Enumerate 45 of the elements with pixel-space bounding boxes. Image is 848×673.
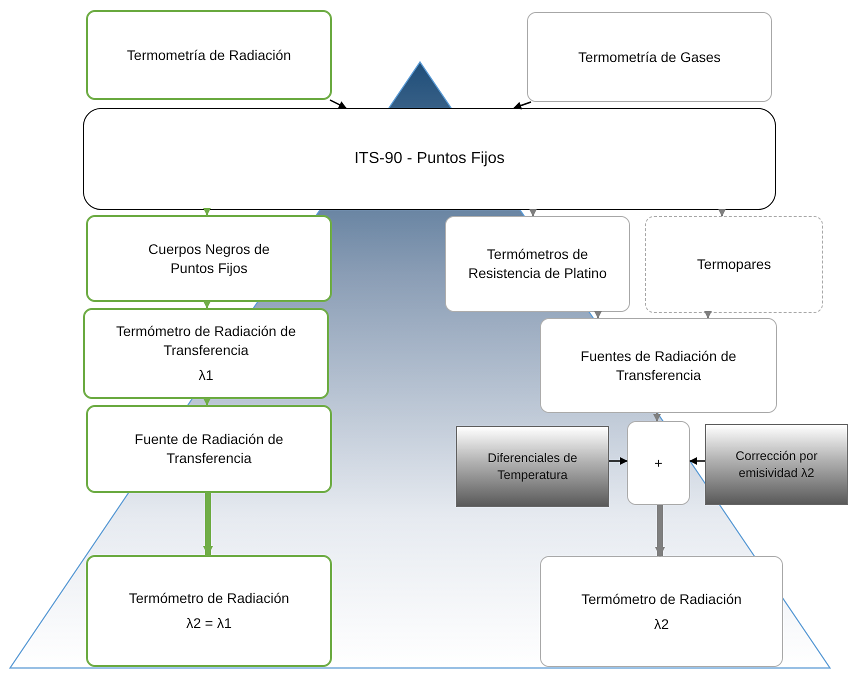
node-text: +	[654, 454, 663, 472]
node-text: Fuentes de Radiación de Transferencia	[580, 346, 738, 384]
arrow	[203, 398, 211, 406]
process-box	[540, 556, 783, 667]
arrow	[203, 208, 211, 216]
node-text: Termometría de Gases	[578, 48, 721, 66]
node-text: Termopares	[697, 255, 771, 274]
process-box	[445, 216, 630, 312]
input-box	[456, 426, 609, 507]
process-box	[83, 308, 329, 399]
node-text: ITS-90 - Puntos Fijos	[354, 149, 505, 170]
node-text: Termómetro de Radiación	[581, 590, 742, 608]
standard-box	[83, 108, 776, 210]
node-text: Diferenciales de Temperatura	[486, 450, 578, 484]
process-box	[540, 318, 777, 413]
arrow	[609, 457, 628, 465]
node-text: Corrección por emisividad λ2	[734, 448, 818, 482]
node-text: λ2	[654, 614, 669, 634]
input-box	[705, 424, 848, 505]
arrow	[689, 457, 705, 465]
process-box	[86, 555, 332, 667]
arrow	[594, 310, 602, 319]
node-text: Termómetros de Resistencia de Platino	[467, 245, 608, 283]
node-text: Termómetro de Radiación	[128, 589, 290, 608]
arrow	[203, 300, 211, 309]
arrow	[529, 208, 537, 217]
node-text: Termometría de Radiación	[126, 46, 292, 64]
process-box	[645, 216, 823, 313]
node-text: Termómetro de Radiación de Transferencia	[115, 322, 297, 360]
node-text: λ2 = λ1	[186, 614, 232, 633]
arrow	[203, 493, 213, 556]
arrow	[653, 413, 661, 422]
node-text: λ1	[198, 366, 214, 385]
process-box	[86, 10, 332, 100]
arrow	[655, 505, 665, 557]
process-box	[86, 215, 332, 302]
node-text: Cuerpos Negros de Puntos Fijos	[147, 240, 271, 278]
process-box	[527, 12, 772, 102]
arrow	[513, 101, 532, 110]
process-box	[86, 405, 332, 493]
arrow	[704, 310, 712, 319]
arrow	[718, 208, 726, 217]
node-text: Fuente de Radiación de Transferencia	[134, 430, 284, 468]
sum-box	[627, 421, 690, 505]
arrow	[330, 99, 347, 109]
